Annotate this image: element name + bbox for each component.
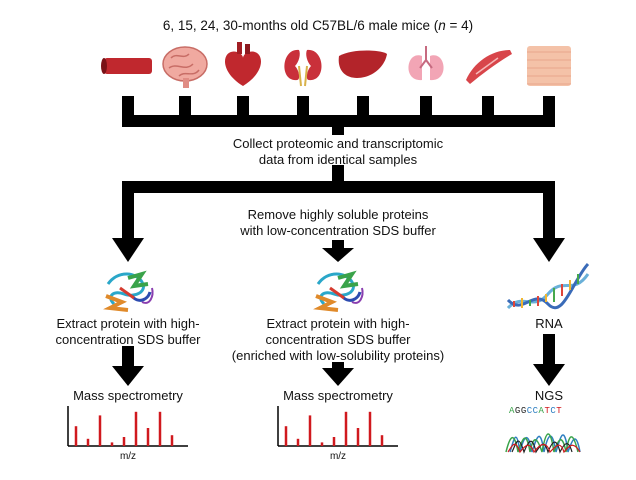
sequence-base: T [544, 406, 551, 416]
ngs-label: NGS [534, 388, 564, 403]
heart-icon [225, 42, 261, 86]
left-extract-label: Extract protein with high- concentration… [55, 316, 201, 347]
sequence-base: A [509, 406, 515, 416]
left-axis-label: m/z [119, 451, 137, 462]
sequence-base: T [556, 406, 563, 416]
sequence-base: G [514, 406, 521, 416]
middle-extract-label: Extract protein with high- concentration… [231, 316, 445, 363]
muscle-icon [466, 50, 512, 84]
kidney-icon [284, 49, 322, 87]
sequence-base: G [520, 406, 527, 416]
sequence-base: C [526, 406, 533, 416]
rna-label: RNA [535, 316, 563, 331]
middle-axis-label: m/z [329, 451, 347, 462]
brain-icon [162, 46, 208, 88]
dna-sequence-text: AGGCCATCT [509, 406, 589, 417]
protein-structure-icon [313, 270, 364, 312]
mass-spectrum-plot [67, 406, 188, 447]
remove-soluble-step-label: Remove highly soluble proteins with low-… [240, 207, 436, 238]
split-arrows [112, 165, 565, 262]
skin-icon [527, 46, 571, 86]
middle-ms-label: Mass spectrometry [283, 388, 393, 403]
collect-step-label: Collect proteomic and transcriptomic dat… [232, 136, 444, 167]
rna-helix-icon [506, 262, 590, 310]
sequence-base: A [538, 406, 545, 416]
protein-structure-icon [103, 270, 154, 312]
lung-icon [408, 46, 444, 81]
liver-icon [338, 50, 387, 78]
sequencing-chromatogram-icon [505, 433, 581, 454]
cohort-title: 6, 15, 24, 30-months old C57BL/6 male mi… [162, 18, 474, 33]
blood-vessel-icon [101, 58, 152, 74]
tissue-row [101, 42, 571, 88]
sequence-base: C [532, 406, 539, 416]
mass-spectrum-plot [277, 406, 398, 447]
tissue-bracket [122, 96, 555, 135]
sample-size-variable: n [438, 18, 446, 33]
downstream-arrows [112, 334, 565, 386]
left-ms-label: Mass spectrometry [73, 388, 183, 403]
sequence-base: C [550, 406, 557, 416]
